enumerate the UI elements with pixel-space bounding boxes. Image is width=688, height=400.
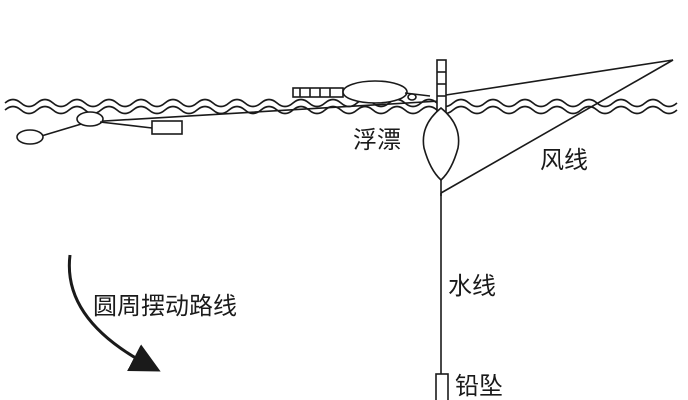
lying-float-knot: [407, 93, 417, 101]
swing-path-label: 圆周摆动路线: [93, 292, 237, 320]
small-float-left: [16, 129, 44, 145]
float-body: [422, 106, 460, 182]
float-label: 浮漂: [353, 126, 401, 154]
swing-arrow: [67, 254, 161, 372]
water-line-label: 水线: [448, 272, 496, 300]
water-surface-wave-upper: [4, 98, 678, 108]
small-float-middle: [76, 111, 104, 127]
float-antenna: [436, 59, 447, 113]
lying-float-body: [342, 80, 408, 104]
sinker: [435, 373, 449, 400]
wind-line-label: 风线: [540, 146, 588, 174]
sinker-label: 铅坠: [455, 372, 503, 400]
water-surface-wave-lower: [4, 105, 678, 115]
wind-line: [440, 59, 674, 194]
line-connector: [151, 120, 183, 135]
